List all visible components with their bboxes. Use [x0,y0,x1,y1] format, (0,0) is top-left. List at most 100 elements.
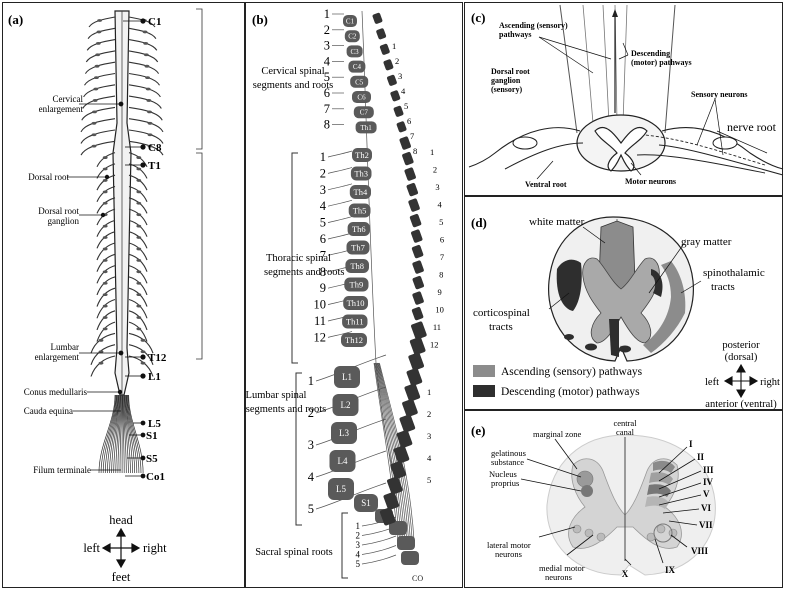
thoracic-segment-6: 6 [320,232,326,246]
vertebral-bodies: C1C2C3C4C5C6C7Th1Th2Th3Th4Th5Th6Th7Th8Th… [328,15,423,583]
vertebra-th1-label: Th1 [360,124,372,132]
vertebra-th3 [350,166,372,181]
label-conus-medullaris: Conus medullaris [24,387,88,397]
vertebra-th12 [341,333,367,347]
vertebra-th2 [352,148,372,162]
vertebra-th10-label: Th10 [347,298,365,308]
lamina-x: X [622,569,629,579]
label-cervical-enlargement: enlargement [39,104,84,114]
cervical-root-3: 3 [398,71,402,81]
lamina-v: V [703,489,710,499]
lumbar-segment-1: 1 [308,374,314,388]
panel-b-tag: (b) [252,12,268,27]
sacral-segment-5: 5 [356,559,361,569]
gray-matter-butterfly [594,126,648,172]
spinous-processes [372,12,427,526]
sacral-label: Sacral spinal roots [255,547,333,558]
thoracic-segment-3: 3 [320,183,326,197]
label-c1: C1 [148,16,161,28]
vertebra-c2 [344,30,360,43]
lumbar-root-4: 4 [427,453,432,463]
vertebra-l5-label: L5 [336,484,346,494]
thoracic-segment-1: 1 [320,150,326,164]
panel-e: (e) central canal marginal zone gelatino… [464,410,783,588]
thoracic-root-3: 3 [435,182,439,192]
panel-e-tag: (e) [471,423,485,438]
vertebra-l5 [328,478,354,500]
thoracic-segment-9: 9 [320,281,326,295]
lumbar-root-1: 1 [427,387,431,397]
compass-posterior-line1: posterior [722,340,760,351]
cervical-root-1: 1 [392,41,396,51]
anterior-corticospinal-tract [609,319,619,357]
cervical-segment-5: 5 [324,70,330,84]
sacral-segment-4: 4 [356,550,361,560]
thoracic-root-10: 10 [435,305,444,315]
label-cervical: Cervical [53,94,84,104]
drg-label-line1: Dorsal root [491,67,530,76]
label-s1: S1 [146,430,158,442]
lumbar-segment-5: 5 [308,502,314,516]
motor-neurons-label: Motor neurons [625,177,676,186]
vertebral-column-diagram: (b) C1C2C3C4C5C6C7Th1Th2Th3Th4Th5Th6Th7T… [246,7,445,583]
vertebra-c7 [353,106,374,119]
vertebra-l2-label: L2 [341,400,351,410]
label-c8: C8 [148,142,162,154]
compass-right-d: right [760,377,780,388]
vertebra-c2-label: C2 [348,33,357,41]
cervical-root-4: 4 [401,86,406,96]
panel-a: (a) C1 C8 T1 T12 L1 L5 S1 S5 Co1 Cervica… [2,2,245,588]
thoracic-label-line2: segments and roots [264,267,345,278]
vertebra-th3-label: Th3 [354,168,368,178]
ascending-label-line2: pathways [499,30,531,39]
thoracic-root-9: 9 [438,287,442,297]
compass-head: head [109,513,133,527]
compass-left-d: left [705,377,719,388]
vertebra-l1-label: L1 [342,372,352,382]
vertebra-c3 [346,45,363,58]
label-t1: T1 [148,160,161,172]
vertebra-th9 [344,277,369,292]
drg-label-line2: ganglion [491,76,521,85]
label-drg-line2: ganglion [48,216,80,226]
compass-anterior: anterior (ventral) [705,399,777,410]
sensory-neurons-label: Sensory neurons [691,90,748,99]
descending-label-line2: (motor) pathways [631,58,692,67]
thoracic-root-7: 7 [440,252,444,262]
vertebra-th11 [342,314,368,329]
gelatinous-label-line1: gelatinous [491,448,526,458]
label-lumbar: Lumbar [51,342,80,352]
vertebra-c5-label: C5 [355,78,364,86]
ascending-label-line1: Ascending (sensory) [499,21,568,30]
lumbar-root-3: 3 [427,431,431,441]
vertebra-th10 [343,296,368,310]
marginal-zone-label: marginal zone [533,429,581,439]
lamina-ii: II [697,452,705,462]
vertebra-l1 [334,366,360,388]
compass-right: right [143,541,167,555]
vertebra-l4-label: L4 [338,456,348,466]
compass-posterior-line2: (dorsal) [725,352,758,363]
cervical-segment-8: 8 [324,118,330,132]
cervical-root-5: 5 [404,101,408,111]
label-lumbar-enlargement: enlargement [35,352,80,362]
lumbar-root-2: 2 [427,409,431,419]
white-matter-label: white matter [529,216,585,228]
compass-left: left [83,541,100,555]
vertebra-th8 [345,259,369,273]
nerve-root-label: nerve root [727,120,777,134]
vertebra-th4-label: Th4 [354,187,368,197]
vertebra-th4 [349,185,371,199]
vertebra-th5 [348,203,371,218]
label-cauda-equina: Cauda equina [24,406,73,416]
medial-motor-line2: neurons [545,572,572,582]
vertebra-s1-label: S1 [361,498,371,508]
spinothalamic-tract-right [643,261,686,353]
coccyx-label: CO [412,574,423,583]
vertebra-c5 [350,75,369,88]
cervical-root-6: 6 [407,116,411,126]
cauda-equina-fibers [98,394,144,474]
